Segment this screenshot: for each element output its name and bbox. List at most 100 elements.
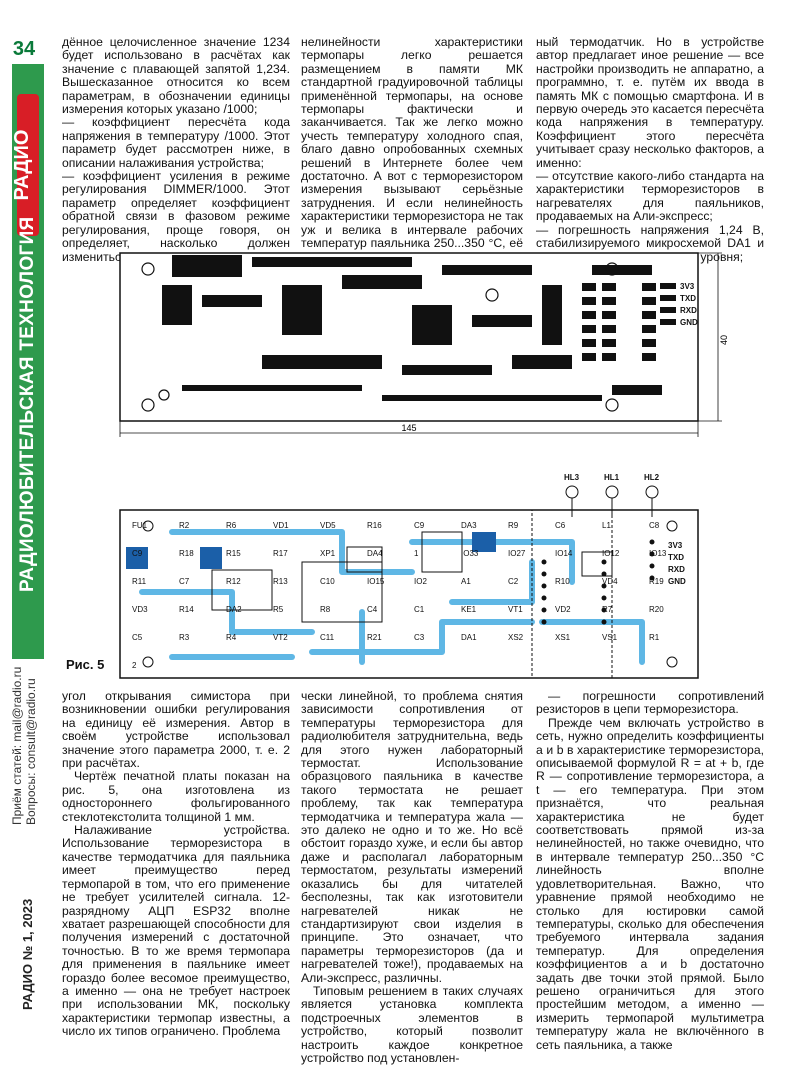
component-label: KE1 xyxy=(461,605,477,614)
component-label: XS1 xyxy=(555,633,571,642)
component-label: IO14 xyxy=(555,549,573,558)
component-label: VD3 xyxy=(132,605,148,614)
rubric-title: РАДИОЛЮБИТЕЛЬСКАЯ ТЕХНОЛОГИЯ xyxy=(17,216,38,592)
component-label: C4 xyxy=(367,605,378,614)
component-label: IO27 xyxy=(508,549,526,558)
dimension-width: 145 xyxy=(401,423,416,433)
component-label: C11 xyxy=(320,633,335,642)
contacts-articles: Приём статей: mail@radio.ru xyxy=(10,666,24,825)
paragraph: ный термодатчик. Но в устройстве автор п… xyxy=(536,35,764,170)
pin-label: GND xyxy=(668,577,686,586)
component-label: R2 xyxy=(179,521,190,530)
component-label: VD5 xyxy=(320,521,336,530)
component-label: R10 xyxy=(555,577,570,586)
column-2-top: нелинейности характеристики термопары ле… xyxy=(301,35,523,264)
component-label: R7 xyxy=(602,605,613,614)
component-label: R16 xyxy=(367,521,382,530)
paragraph: чески линейной, то проблема снятия завис… xyxy=(301,689,523,985)
pcb-copper-drawing: 3V3 TXD RXD GND 145 40 xyxy=(119,252,729,437)
paragraph: нелинейности характеристики термопары ле… xyxy=(301,35,523,263)
component-label: R6 xyxy=(226,521,237,530)
paragraph: — погрешности сопротивлений резисторов в… xyxy=(536,689,764,717)
component-label: C5 xyxy=(132,633,143,642)
component-label: 1 xyxy=(414,549,419,558)
component-label: IO2 xyxy=(414,577,427,586)
column-2-bottom: чески линейной, то проблема снятия завис… xyxy=(301,689,523,1065)
component-label: C1 xyxy=(414,605,425,614)
component-label: VT1 xyxy=(508,605,523,614)
paragraph: Чертёж печатной платы показан на рис. 5,… xyxy=(62,769,290,824)
pin-label: RXD xyxy=(680,306,697,315)
radio-logo-icon: РАДИО xyxy=(14,90,42,240)
component-label: L1 xyxy=(602,521,611,530)
dimension-height: 40 xyxy=(719,335,729,345)
component-label: R5 xyxy=(273,605,284,614)
component-label: IO13 xyxy=(649,549,667,558)
component-label: DA2 xyxy=(226,605,242,614)
led-label: HL3 xyxy=(564,473,580,482)
component-label: R21 xyxy=(367,633,382,642)
component-label: IO15 xyxy=(367,577,385,586)
component-label: C6 xyxy=(555,521,566,530)
component-label: FU1 xyxy=(132,521,148,530)
component-label: C8 xyxy=(649,521,660,530)
paragraph: — отсутствие какого-либо стандарта на ха… xyxy=(536,169,764,224)
column-1-top: дённое целочисленное значение 1234 будет… xyxy=(62,35,290,264)
component-label: R4 xyxy=(226,633,237,642)
component-label: C10 xyxy=(320,577,335,586)
paragraph: угол открывания симистора при возникнове… xyxy=(62,689,290,771)
component-label: DA4 xyxy=(367,549,383,558)
component-label: VD4 xyxy=(602,577,618,586)
led-label: HL1 xyxy=(604,473,620,482)
component-label: R18 xyxy=(179,549,194,558)
component-label: C7 xyxy=(179,577,190,586)
component-label: C9 xyxy=(414,521,425,530)
component-label: R14 xyxy=(179,605,194,614)
led-label: HL2 xyxy=(644,473,660,482)
component-label: R12 xyxy=(226,577,241,586)
component-label: C9 xyxy=(132,549,143,558)
component-label: VT2 xyxy=(273,633,288,642)
component-label: IO12 xyxy=(602,549,620,558)
column-1-bottom: угол открывания симистора при возникнове… xyxy=(62,689,290,1039)
paragraph: — коэффициент усиления в режиме регулиро… xyxy=(62,169,290,264)
paragraph: Типовым решением в таких случаях являетс… xyxy=(301,983,523,1065)
component-label: XS2 xyxy=(508,633,524,642)
paragraph: дённое целочисленное значение 1234 будет… xyxy=(62,35,290,117)
column-3-bottom: — погрешности сопротивлений резисторов в… xyxy=(536,689,764,1052)
paragraph: — коэффициент пересчёта кода напряжения … xyxy=(62,115,290,170)
component-label: C3 xyxy=(414,633,425,642)
figure-label: Рис. 5 xyxy=(66,657,105,672)
component-label: VD2 xyxy=(555,605,571,614)
contacts-questions: Вопросы: consult@radio.ru xyxy=(24,678,38,825)
component-label: R8 xyxy=(320,605,331,614)
component-label: IO33 xyxy=(461,549,479,558)
column-3-top: ный термодатчик. Но в устройстве автор п… xyxy=(536,35,764,264)
paragraph: Прежде чем включать устройство в сеть, н… xyxy=(536,715,764,1052)
margin-strip: 34 РАДИО РАДИОЛЮБИТЕЛЬСКАЯ ТЕХНОЛОГИЯ Пр… xyxy=(0,0,46,1031)
pin-label: 3V3 xyxy=(668,541,683,550)
component-label: R13 xyxy=(273,577,288,586)
logo-text: РАДИО xyxy=(14,130,33,201)
component-label: R3 xyxy=(179,633,190,642)
issue-label: РАДИО № 1, 2023 xyxy=(20,898,35,1010)
component-label: R19 xyxy=(649,577,664,586)
component-label: VS1 xyxy=(602,633,618,642)
pin-label: TXD xyxy=(668,553,684,562)
component-label: R11 xyxy=(132,577,147,586)
component-label: DA3 xyxy=(461,521,477,530)
component-label: R20 xyxy=(649,605,664,614)
component-label: 2 xyxy=(132,661,137,670)
paragraph: Налаживание устройства. Использование те… xyxy=(62,823,290,1039)
pin-label: RXD xyxy=(668,565,685,574)
component-label: R15 xyxy=(226,549,241,558)
component-label: A1 xyxy=(461,577,471,586)
component-label: VD1 xyxy=(273,521,289,530)
component-label: DA1 xyxy=(461,633,477,642)
pin-label: 3V3 xyxy=(680,282,695,291)
pin-label: TXD xyxy=(680,294,696,303)
component-label: R17 xyxy=(273,549,288,558)
component-label: C2 xyxy=(508,577,519,586)
component-label: R9 xyxy=(508,521,519,530)
